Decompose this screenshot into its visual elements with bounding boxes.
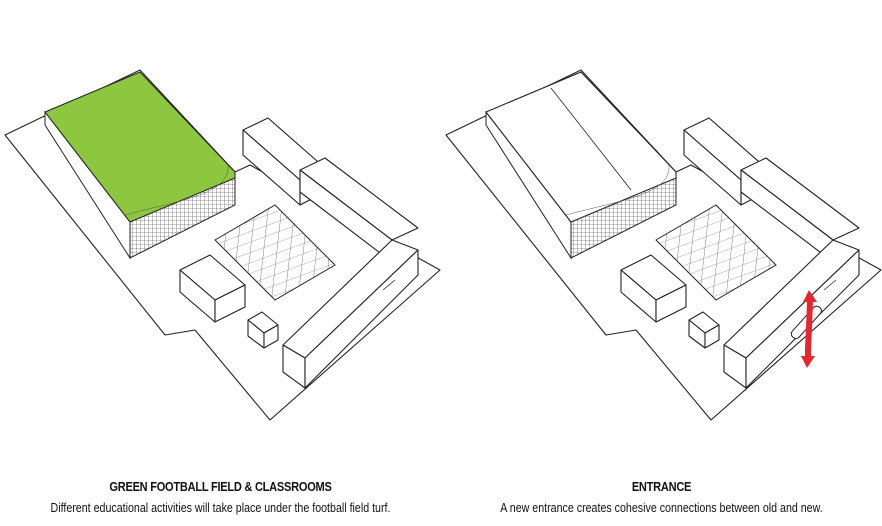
caption-text: Different educational activities will ta… [50,500,391,515]
entrance-arrow-icon [801,290,817,368]
caption-text: A new entrance creates cohesive connecti… [500,500,823,515]
site-diagram-green-field [4,69,441,421]
caption-title: ENTRANCE [631,479,692,494]
entrance-marker [790,290,822,368]
caption-title: GREEN FOOTBALL FIELD & CLASSROOMS [109,479,332,494]
field-roof [485,71,677,223]
panel-green-field: GREEN FOOTBALL FIELD & CLASSROOMS Differ… [4,69,441,515]
panel-entrance: ENTRANCE A new entrance creates cohesive… [441,0,882,526]
green-turf-field [44,71,236,223]
site-diagram-entrance [445,69,882,421]
